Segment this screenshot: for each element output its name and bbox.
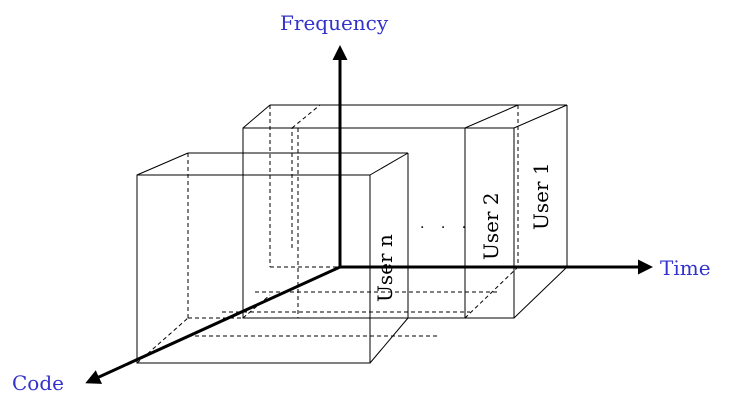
user-n-label: User n <box>373 234 397 302</box>
user-1-label: User 1 <box>529 162 553 230</box>
time-label: Time <box>660 256 711 280</box>
code-label: Code <box>12 371 64 394</box>
code-axis <box>85 265 341 384</box>
user-2-label: User 2 <box>479 192 503 260</box>
ellipsis: . . . <box>420 216 472 232</box>
frequency-label: Frequency <box>280 11 389 35</box>
floor-dashes <box>188 104 497 337</box>
back-box <box>242 104 568 319</box>
front-box <box>136 152 409 364</box>
